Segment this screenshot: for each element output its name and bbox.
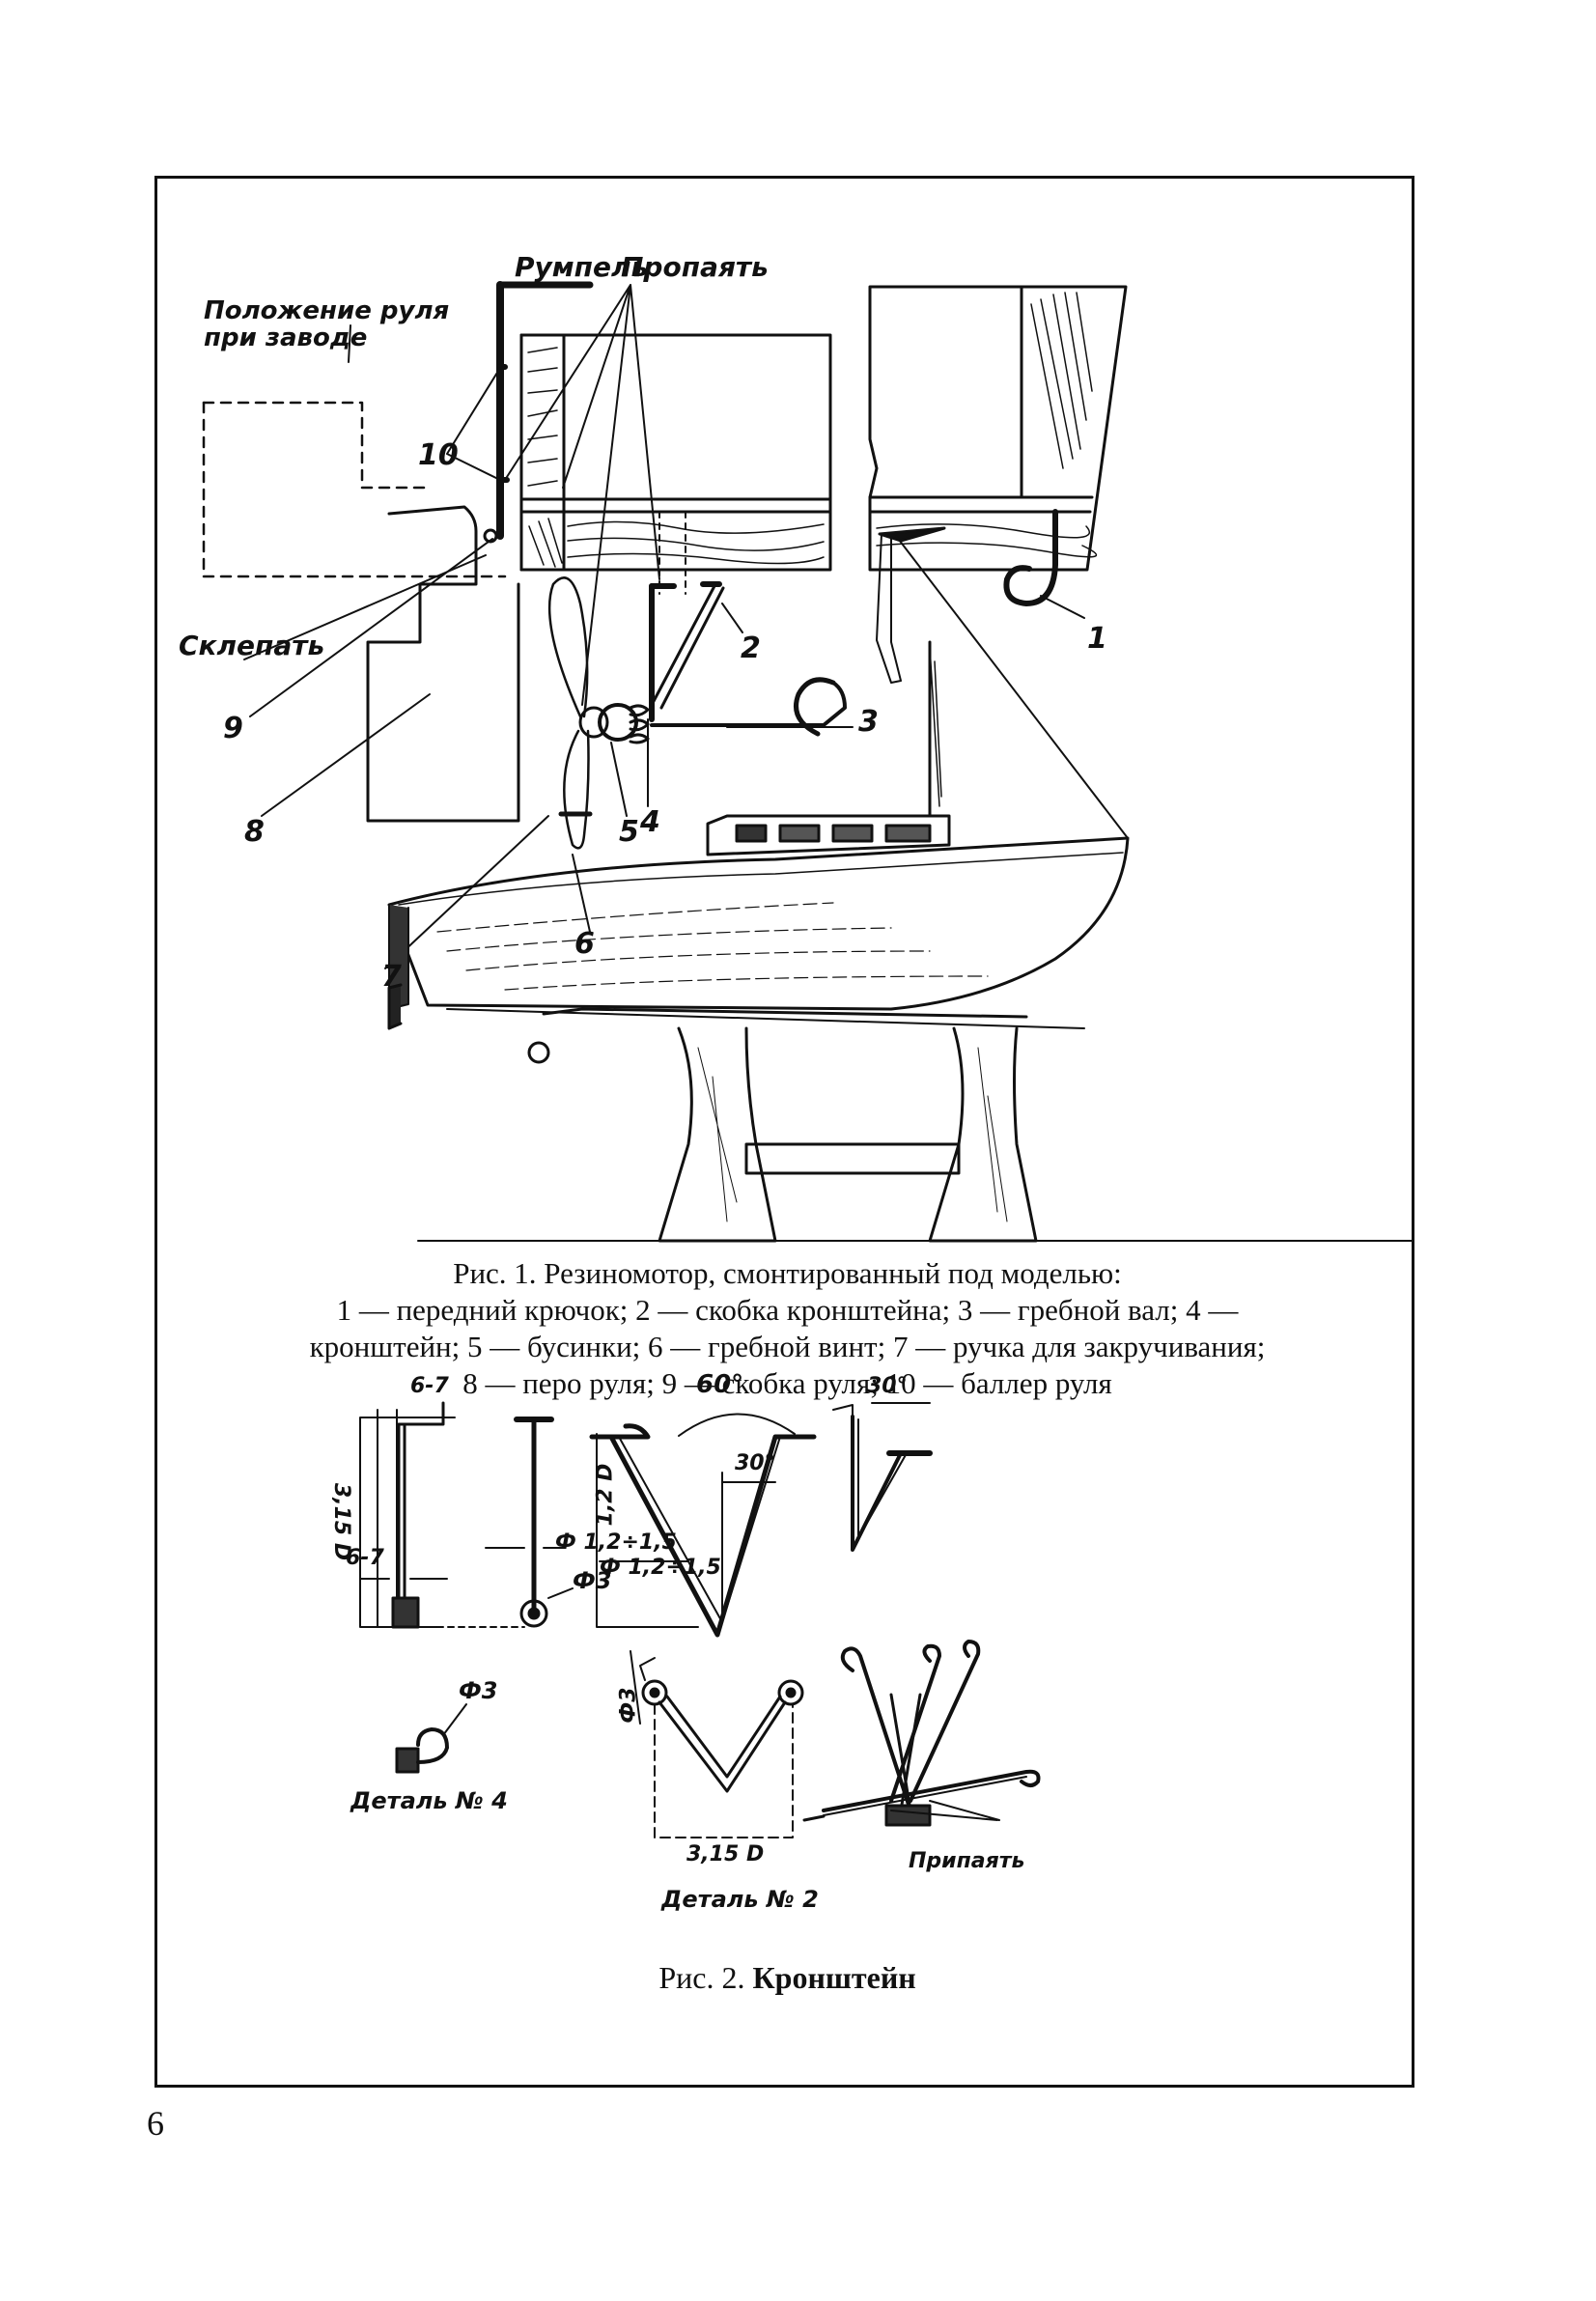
label-angle-60: 60° <box>696 1370 744 1399</box>
label-sklepat: Склепать <box>179 630 325 661</box>
figure1-caption: Рис. 1. Резиномотор, смонтированный под … <box>157 1255 1412 1402</box>
label-number-5: 5 <box>619 815 639 849</box>
label-dia-3-b: Ф3 <box>616 1687 641 1724</box>
bracket-perspective-drawing <box>802 1402 1041 1827</box>
figure2-caption-title: Кронштейн <box>752 1960 916 1995</box>
label-dim-6-7-side: 6-7 <box>346 1546 384 1570</box>
boat-model-drawing <box>387 526 1412 1243</box>
label-number-9: 9 <box>223 712 243 745</box>
label-dia-1-2-1-5: Ф 1,2÷1,5 <box>555 1530 677 1555</box>
stern-section-left <box>519 333 832 572</box>
label-rumpel: Румпель <box>515 251 649 283</box>
rudder-position-outline <box>202 401 507 578</box>
label-number-1: 1 <box>1087 622 1107 656</box>
label-number-4: 4 <box>640 805 660 839</box>
label-number-7: 7 <box>381 960 402 994</box>
label-angle-30b: 30° <box>867 1374 908 1398</box>
figure1-leader-lines <box>243 284 1085 969</box>
label-dia-3-detail: Ф3 <box>459 1677 498 1704</box>
label-detail-2: Деталь № 2 <box>661 1886 819 1913</box>
label-dia-1-2-1-5-b: Ф 1,2÷1,5 <box>600 1556 721 1580</box>
detail2-drawing <box>589 1413 817 1838</box>
label-rudder-position-line2: при заводе <box>204 323 368 352</box>
label-angle-30a: 30° <box>735 1451 775 1475</box>
figure-illustrations <box>202 281 1412 1838</box>
figure1-caption-title: Рис. 1. Резиномотор, смонтированный под … <box>453 1256 1122 1290</box>
label-pripayat: Припаять <box>909 1849 1025 1873</box>
rudder-assembly <box>366 281 594 823</box>
label-dim-6-7-top: 6-7 <box>410 1374 449 1398</box>
label-number-2: 2 <box>741 631 761 665</box>
detail4-drawing <box>359 1401 574 1774</box>
figure1-caption-line3: кронштейн; 5 — бусинки; 6 — гребной винт… <box>309 1330 1266 1363</box>
label-detail-4: Деталь № 4 <box>350 1787 508 1814</box>
label-propayat: Пропаять <box>621 251 769 283</box>
figure1-caption-line4: 8 — перо руля; 9 — скобка руля; 10 — бал… <box>462 1366 1112 1400</box>
figure2-caption: Рис. 2. Кронштейн <box>157 1960 1412 1996</box>
label-number-3: 3 <box>858 705 879 739</box>
label-dim-1-2d: 1,2 D <box>593 1463 618 1527</box>
label-number-10: 10 <box>418 438 459 472</box>
page-number: 6 <box>147 2104 164 2143</box>
figure-frame: Румпель Пропаять Положение руля при заво… <box>154 176 1414 2088</box>
label-number-8: 8 <box>244 815 265 849</box>
figure1-caption-line2: 1 — передний крючок; 2 — скобка кронштей… <box>336 1293 1239 1327</box>
label-dia-3: Ф3 <box>573 1567 612 1594</box>
bow-section-right <box>868 285 1128 606</box>
figure2-caption-prefix: Рис. 2. <box>658 1960 745 1995</box>
label-number-6: 6 <box>574 927 595 961</box>
label-rudder-position-line1: Положение руля <box>204 296 450 325</box>
label-dim-315d-b: 3,15 D <box>686 1842 765 1866</box>
